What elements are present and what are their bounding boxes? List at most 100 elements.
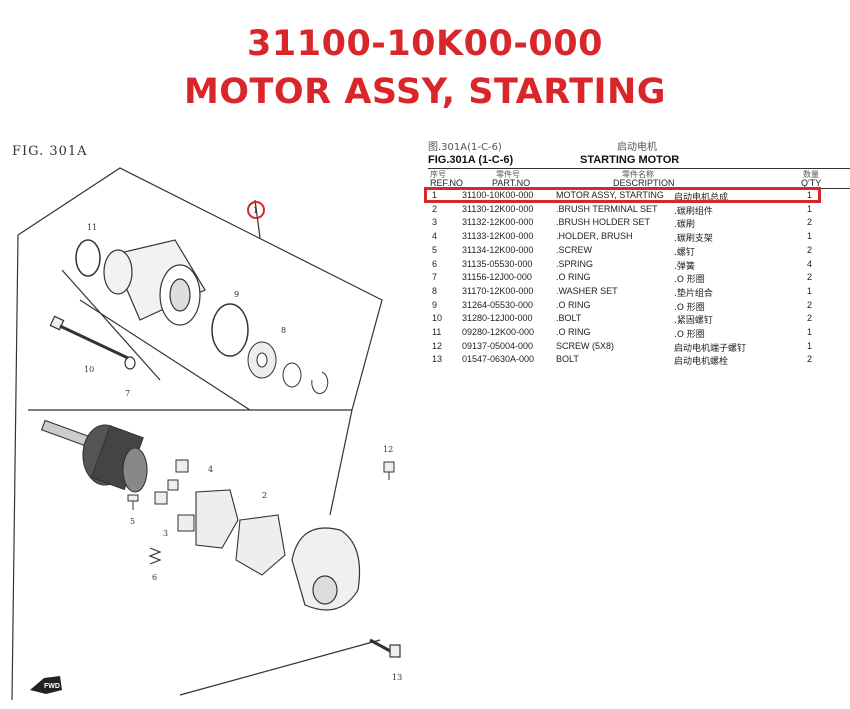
description-cn-cell: .O 形圈 bbox=[674, 330, 705, 340]
part-number-cell: 31100-10K00-000 bbox=[462, 190, 534, 200]
qty-cell: 1 bbox=[807, 340, 813, 351]
col-desc: DESCRIPTION bbox=[613, 178, 675, 188]
description-cell: .BRUSH HOLDER SET bbox=[556, 217, 651, 228]
part-number-cell: 31132-12K00-000 bbox=[462, 217, 534, 228]
description-cn-cell: .碳刷支架 bbox=[674, 234, 713, 245]
ref-cell: 13 bbox=[432, 354, 443, 365]
qty-cell: 1 bbox=[807, 327, 813, 337]
fwd-label: FWD bbox=[44, 683, 60, 690]
callout-6: 6 bbox=[152, 573, 157, 582]
description-cell: .WASHER SET bbox=[556, 285, 618, 296]
table-row[interactable]: 1 31100-10K00-000 MOTOR ASSY, STARTING 启动电机… bbox=[428, 190, 848, 204]
qty-cell: 4 bbox=[807, 258, 813, 269]
qty-cell: 2 bbox=[807, 313, 813, 324]
col-qty: Q'TY bbox=[801, 178, 822, 188]
callout-3: 3 bbox=[163, 529, 168, 538]
description-cn-cell: .O 形圈 bbox=[674, 302, 705, 313]
fig-ref: FIG.301A (1-C-6) bbox=[428, 154, 514, 166]
exploded-diagram: 1 2 3 4 5 6 7 8 9 10 11 12 13 FWD bbox=[11, 167, 402, 701]
qty-cell: 2 bbox=[807, 217, 813, 228]
description-cell: MOTOR ASSY, STARTING bbox=[556, 190, 664, 200]
description-cell: BOLT bbox=[556, 354, 579, 365]
description-cn-cell: .垫片组合 bbox=[674, 288, 713, 299]
col-ref: REF.NO bbox=[430, 178, 464, 188]
part-number-cell: 31280-12J00-000 bbox=[462, 313, 533, 324]
part-number-cell: 31130-12K00-000 bbox=[462, 203, 534, 214]
part-number-cell: 09137-05004-000 bbox=[462, 340, 534, 351]
fig-ref-cn: 图.301A(1-C-6) bbox=[428, 142, 502, 153]
qty-cell: 1 bbox=[807, 190, 813, 200]
description-cell: .HOLDER, BRUSH bbox=[556, 231, 633, 242]
callout-1: 1 bbox=[253, 206, 258, 215]
list-title-cn: 启动电机 bbox=[617, 142, 657, 153]
screw-5 bbox=[127, 494, 139, 510]
ref-cell: 6 bbox=[432, 258, 438, 269]
assembly-outline-lower bbox=[179, 639, 381, 696]
callout-4: 4 bbox=[208, 465, 213, 474]
col-ref-cn: 序号 bbox=[430, 170, 446, 179]
spring-6 bbox=[148, 547, 162, 565]
description-cn-cell: 启动电机总成 bbox=[674, 193, 729, 203]
qty-cell: 1 bbox=[807, 203, 813, 214]
o-ring-9 bbox=[211, 303, 249, 357]
ref-cell: 12 bbox=[432, 340, 443, 351]
ref-cell: 9 bbox=[432, 299, 438, 310]
description-cell: .SPRING bbox=[556, 258, 594, 269]
callout-9: 9 bbox=[234, 290, 239, 299]
description-cell: SCREW (5X8) bbox=[556, 340, 615, 351]
description-cell: .SCREW bbox=[556, 244, 592, 255]
part-name-title: MOTOR ASSY, STARTING bbox=[183, 72, 667, 112]
description-cell: .O RING bbox=[556, 299, 591, 310]
description-cell: .O RING bbox=[556, 327, 591, 337]
qty-cell: 1 bbox=[807, 285, 813, 296]
figure-label: FIG. 301A bbox=[12, 144, 88, 159]
part-number-cell: 31156-12J00-000 bbox=[462, 272, 532, 283]
washer-set-8 bbox=[247, 341, 329, 395]
qty-cell: 2 bbox=[807, 272, 813, 283]
callout-7: 7 bbox=[125, 389, 130, 398]
fwd-arrow-icon: FWD bbox=[30, 676, 62, 694]
callout-10: 10 bbox=[84, 365, 94, 374]
assembly-outline-left bbox=[11, 234, 19, 701]
table-row[interactable]: 2 31130-12K00-000 .BRUSH TERMINAL SET .碳刷组件… bbox=[428, 204, 848, 218]
description-cn-cell: .碳刷 bbox=[674, 220, 695, 231]
ref-cell: 4 bbox=[432, 231, 438, 242]
table-row[interactable]: 3 31132-12K00-000 .BRUSH HOLDER SET .碳刷 2 bbox=[428, 217, 848, 231]
description-cn-cell: .弹簧 bbox=[674, 261, 695, 272]
qty-cell: 2 bbox=[807, 299, 813, 310]
table-row[interactable]: 12 09137-05004-000 SCREW (5X8) 启动电机端子螺钉 1 bbox=[428, 341, 848, 355]
armature bbox=[40, 419, 148, 493]
selected-row-highlight bbox=[424, 187, 821, 203]
brush-terminal-set-2 bbox=[235, 514, 286, 576]
ref-cell: 7 bbox=[432, 272, 438, 283]
ref-cell: 2 bbox=[432, 203, 438, 214]
table-row[interactable]: 11 09280-12K00-000 .O RING .O 形圈 1 bbox=[428, 327, 848, 341]
col-qty-cn: 数量 bbox=[803, 170, 819, 179]
callout-13: 13 bbox=[392, 673, 402, 682]
description-cn-cell: 启动电机端子螺钉 bbox=[674, 343, 747, 354]
ref-cell: 8 bbox=[432, 285, 438, 296]
qty-cell: 1 bbox=[807, 231, 813, 242]
brush-holder-4 bbox=[195, 489, 239, 549]
callout-8: 8 bbox=[281, 326, 286, 335]
description-cn-cell: .紧固螺钉 bbox=[674, 316, 713, 327]
brush-holder-set bbox=[154, 459, 195, 532]
qty-cell: 2 bbox=[807, 244, 813, 255]
ref-cell: 5 bbox=[432, 244, 438, 255]
col-part-cn: 零件号 bbox=[496, 170, 520, 179]
ref-cell: 11 bbox=[432, 327, 442, 337]
description-cn-cell: .碳刷组件 bbox=[674, 206, 713, 217]
ref-cell: 3 bbox=[432, 217, 438, 228]
description-cell: .BRUSH TERMINAL SET bbox=[556, 203, 658, 214]
header-rule bbox=[428, 168, 850, 169]
part-number-cell: 09280-12K00-000 bbox=[462, 327, 535, 337]
end-cover bbox=[291, 527, 361, 611]
